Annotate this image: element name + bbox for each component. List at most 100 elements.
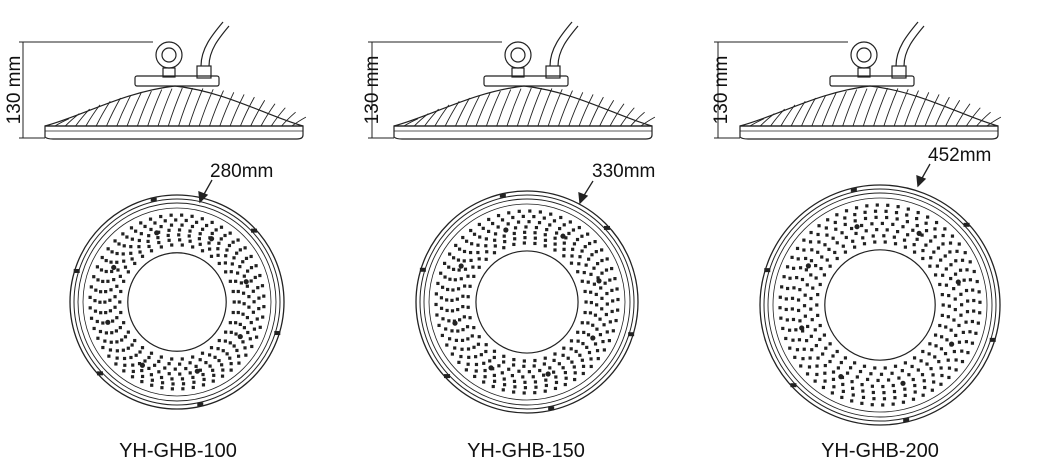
led-chip	[229, 330, 233, 334]
led-chip	[583, 289, 587, 294]
heatsink-fin	[106, 97, 121, 127]
led-chip	[106, 279, 110, 283]
led-chip	[466, 337, 470, 341]
led-chip	[109, 340, 113, 344]
led-chip	[106, 247, 110, 251]
heatsink-fin	[547, 89, 563, 127]
led-chip	[88, 306, 92, 310]
led-chip	[511, 363, 516, 367]
led-chip	[922, 379, 926, 383]
heatsink-fin	[475, 92, 491, 127]
led-chip	[588, 311, 593, 315]
led-chip	[611, 329, 615, 333]
led-chip	[178, 372, 182, 376]
led-chip	[126, 270, 130, 274]
led-chip	[463, 267, 468, 271]
heatsink-fin	[270, 107, 286, 127]
led-chip	[949, 263, 953, 267]
led-chip	[893, 242, 898, 246]
led-chip	[586, 333, 591, 337]
led-chip	[605, 257, 609, 261]
led-chip	[104, 258, 108, 263]
led-chip	[130, 343, 134, 347]
screw-hole	[545, 371, 551, 377]
led-chip	[865, 377, 870, 382]
led-chip	[785, 318, 789, 322]
led-chip	[604, 312, 608, 317]
housing-ring	[759, 184, 1001, 426]
led-chip	[464, 368, 468, 372]
led-chip	[242, 302, 246, 306]
led-chip	[891, 222, 895, 227]
led-chip	[257, 296, 261, 300]
led-chip	[804, 268, 808, 272]
led-chip	[454, 243, 458, 248]
led-chip	[578, 353, 582, 357]
led-chip	[816, 356, 820, 360]
diameter-dimension-label: 452mm	[928, 145, 991, 166]
led-chip	[895, 230, 900, 234]
led-chip	[103, 300, 107, 304]
led-chip	[853, 219, 857, 223]
led-chip	[543, 244, 547, 248]
led-chip	[211, 368, 215, 372]
led-chip	[941, 273, 945, 277]
led-chip	[587, 241, 592, 246]
hanging-ring	[155, 41, 183, 69]
led-chip	[921, 248, 925, 253]
led-chip	[513, 226, 518, 230]
led-chip	[156, 236, 160, 240]
led-chip	[972, 298, 976, 303]
led-chip	[93, 309, 98, 313]
led-chip	[590, 253, 594, 257]
led-chip	[948, 241, 953, 245]
led-chip	[882, 234, 886, 238]
side-view-drawing	[714, 21, 1002, 140]
led-chip	[930, 388, 934, 392]
led-chip	[98, 329, 103, 334]
led-chip	[828, 264, 832, 268]
led-chip	[595, 327, 599, 331]
led-chip	[497, 364, 501, 368]
led-chip	[554, 375, 558, 379]
led-chip	[236, 289, 240, 294]
led-chip	[915, 237, 919, 241]
led-chip	[163, 219, 167, 223]
led-chip	[88, 295, 92, 299]
led-chip	[916, 368, 920, 372]
led-chip	[217, 338, 221, 343]
led-chip	[167, 238, 171, 242]
led-chip	[238, 248, 242, 252]
led-chip	[802, 248, 806, 252]
led-chip	[452, 256, 456, 260]
led-chip	[450, 329, 454, 333]
height-dimension-label: 130 mm	[362, 56, 383, 125]
led-chip	[929, 239, 933, 243]
led-chip	[200, 351, 205, 355]
led-chip	[230, 262, 234, 266]
led-chip	[167, 372, 171, 376]
led-chip	[945, 338, 949, 342]
led-chip	[593, 313, 598, 317]
led-chip	[823, 243, 827, 247]
led-chip	[492, 373, 496, 378]
led-chip	[522, 359, 526, 363]
led-chip	[809, 334, 813, 338]
led-chip	[881, 384, 885, 389]
led-chip	[911, 397, 916, 401]
led-chip	[781, 326, 785, 331]
led-chip	[251, 289, 255, 293]
led-chip	[816, 313, 820, 318]
led-chip	[902, 238, 907, 242]
led-chip	[913, 383, 917, 388]
led-chip	[939, 382, 943, 386]
led-chip	[780, 285, 784, 289]
cable	[903, 25, 925, 67]
led-chip	[134, 353, 138, 357]
led-chip	[884, 209, 888, 213]
led-chip	[137, 238, 141, 243]
led-chip	[462, 259, 466, 263]
led-chip	[885, 228, 889, 232]
led-chip	[885, 215, 889, 220]
